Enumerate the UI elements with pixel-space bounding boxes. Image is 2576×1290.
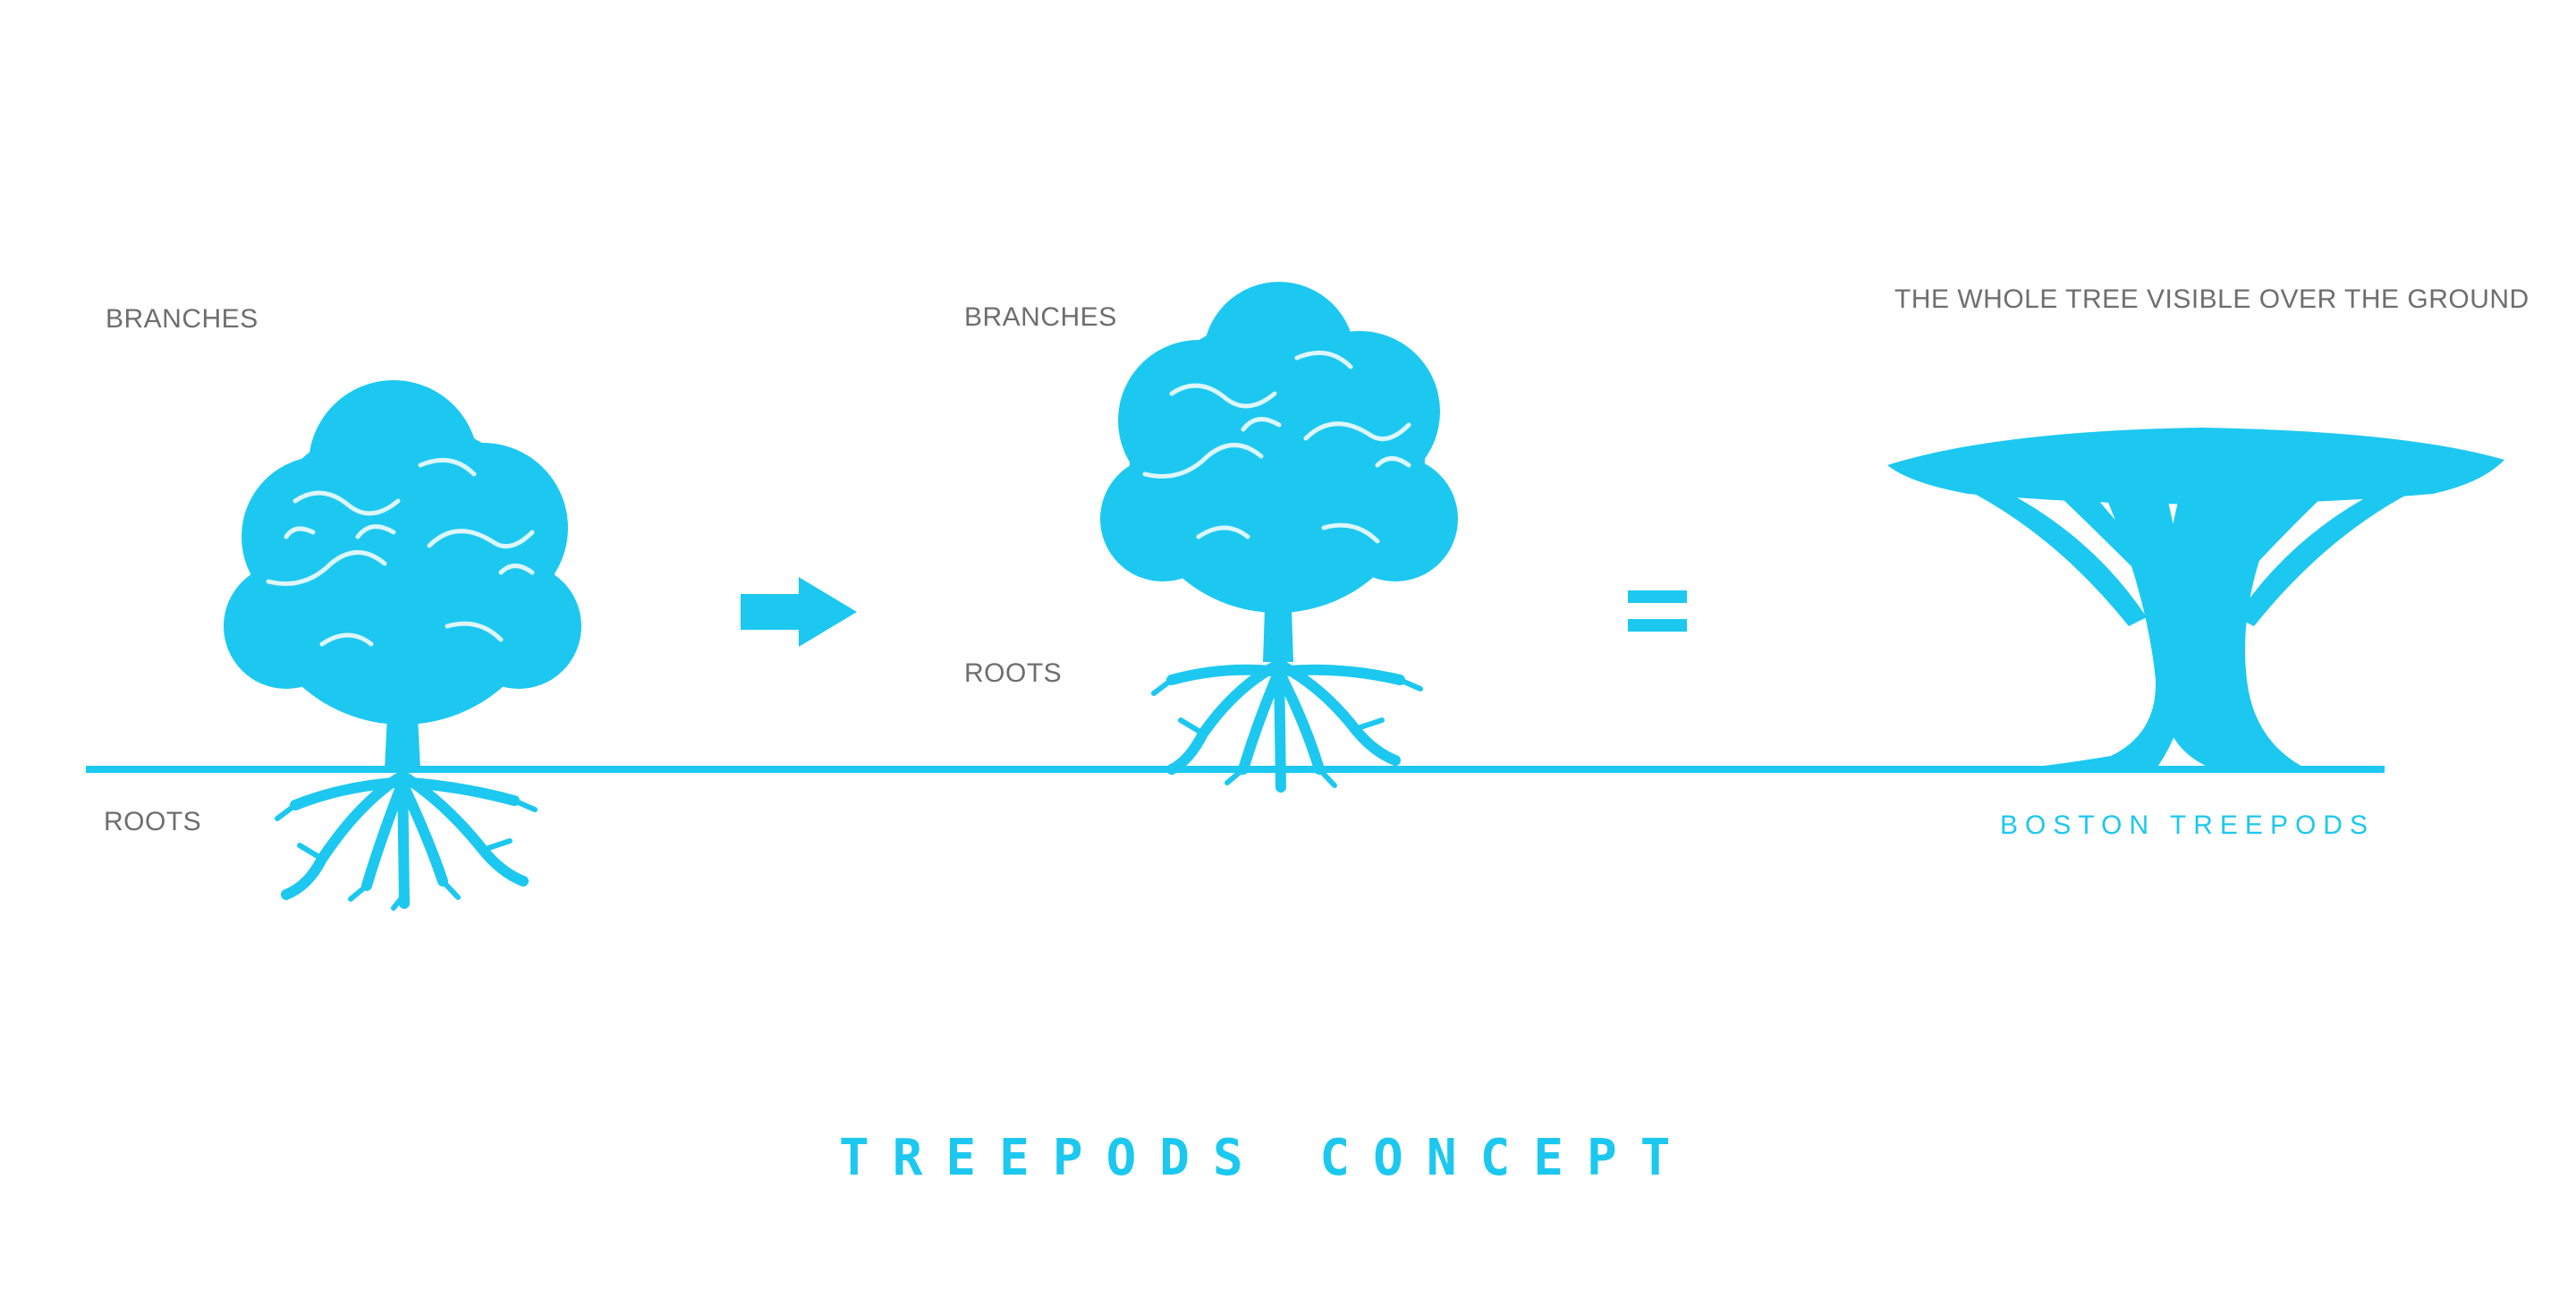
page-title: TREEPODS CONCEPT bbox=[839, 1129, 1694, 1187]
tree-icon bbox=[1100, 282, 1458, 793]
tree1-roots-label: ROOTS bbox=[104, 807, 202, 836]
boston-treepods-caption: BOSTON TREEPODS bbox=[2000, 810, 2375, 840]
arrow-right-icon bbox=[741, 577, 857, 647]
tree1-branches-label: BRANCHES bbox=[106, 304, 258, 334]
whole-tree-note: THE WHOLE TREE VISIBLE OVER THE GROUND bbox=[1894, 284, 2529, 314]
tree2-roots-label: ROOTS bbox=[964, 658, 1063, 688]
tree2-branches-label: BRANCHES bbox=[964, 302, 1117, 332]
ground-line bbox=[86, 766, 2385, 773]
equals-icon bbox=[1628, 590, 1687, 632]
tree-icon bbox=[224, 380, 581, 911]
treepod-icon bbox=[1887, 428, 2504, 769]
